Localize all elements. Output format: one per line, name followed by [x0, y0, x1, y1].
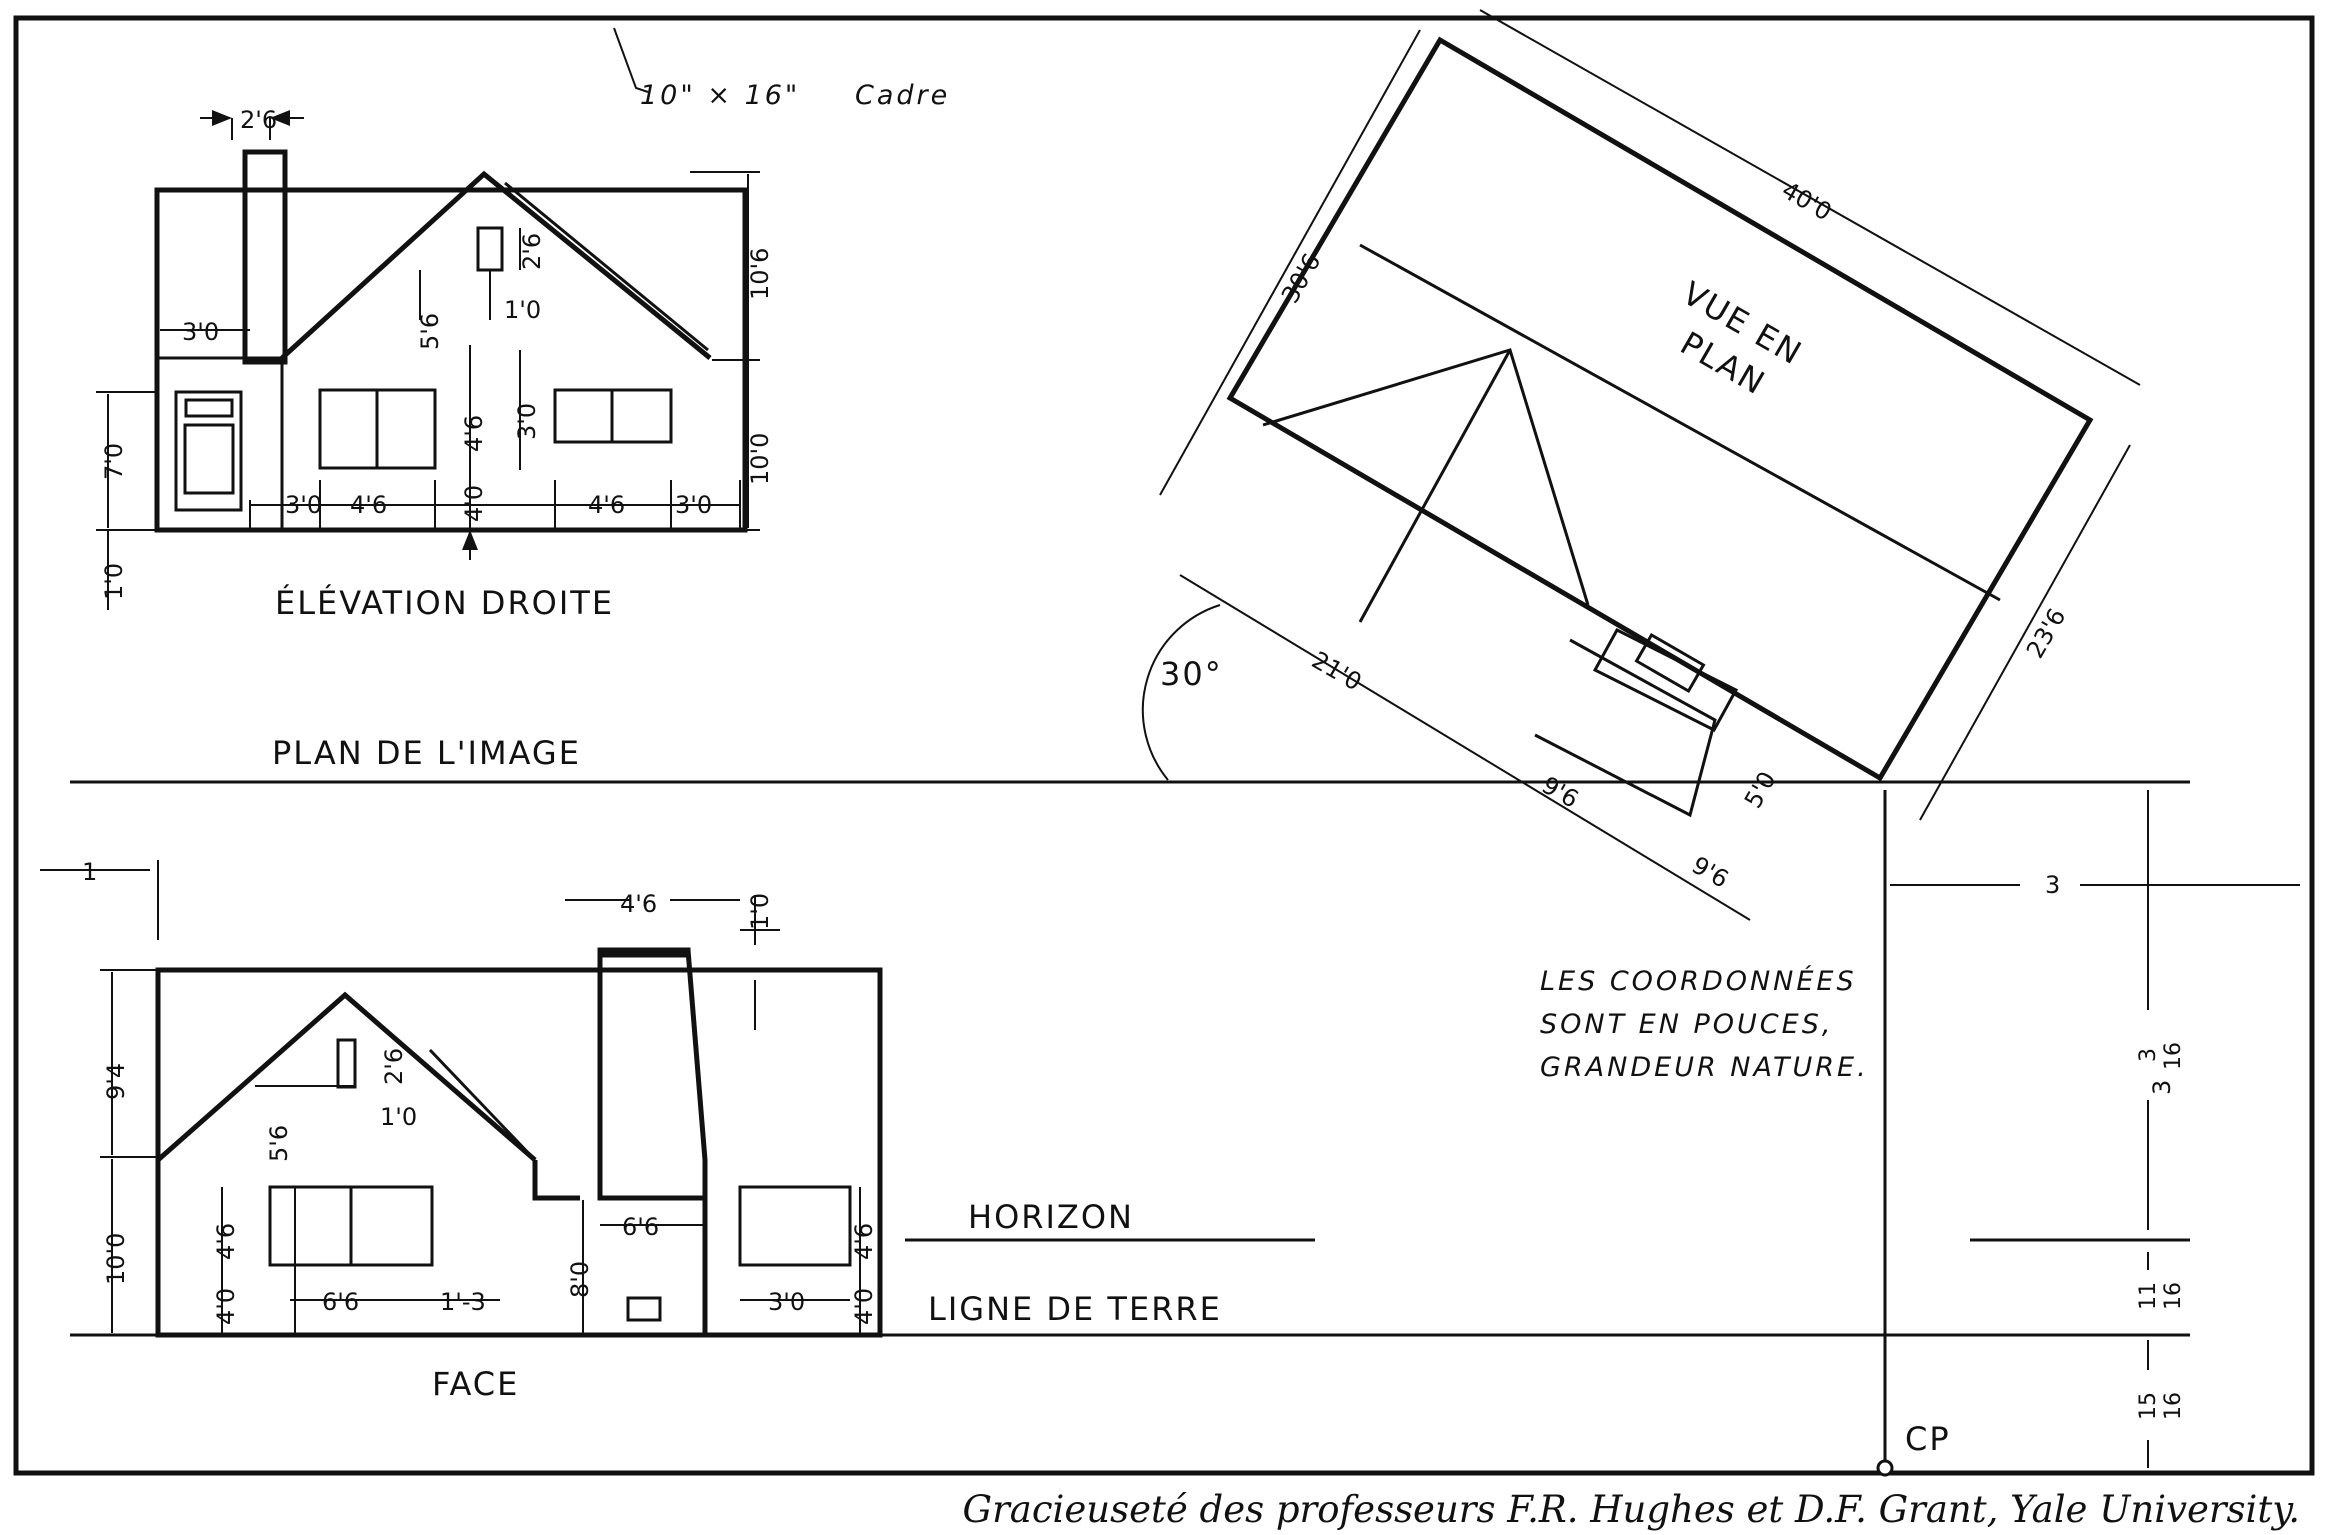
right-dim-v1-den: 16 [2161, 1042, 2186, 1070]
elev-dim-vent-h: 5'6 [416, 313, 444, 350]
ground-line-label: LIGNE DE TERRE [928, 1290, 1222, 1328]
note-line1: LES COORDONNÉES [1540, 965, 1857, 997]
elev-dim-chimney-w: 2'6 [240, 106, 277, 134]
frame-size-label: 10" × 16" [640, 80, 800, 111]
elev-dim-win-h2: 3'0 [513, 403, 541, 440]
plan-dim-length: 40'0 [1777, 176, 1836, 226]
elev-dim-vent: 2'6 [518, 233, 546, 270]
face-dim-vent: 2'6 [380, 1048, 408, 1085]
note-line2: SONT EN POUCES, [1540, 1009, 1833, 1040]
elev-dim-sill: 4'0 [460, 485, 488, 522]
right-dimension-lines [1890, 790, 2300, 1468]
elev-dim-off1: 3'0 [285, 491, 322, 519]
face-dim-rwin-h: 4'6 [850, 1223, 878, 1260]
face-title: FACE [432, 1365, 519, 1403]
face-dim-offset: 1 [82, 858, 97, 886]
face-dim-vent-w: 1'0 [380, 1103, 417, 1131]
face-dim-rwin-w: 3'0 [768, 1288, 805, 1316]
plan-dim-seg2: 9'6 [1687, 851, 1733, 894]
elev-dim-vent-w: 1'0 [504, 296, 541, 324]
frame-border [13, 15, 2315, 1476]
face-dim-side: 1'-3 [440, 1288, 486, 1316]
face-dim-chimney-top: 1'0 [746, 893, 774, 930]
cp-point [1876, 1459, 1894, 1477]
plan-view-drawing [1159, 9, 2141, 921]
horizon-label: HORIZON [968, 1198, 1134, 1236]
plan-angle-label: 30° [1160, 655, 1223, 693]
right-dim-v2-num: 11 [2136, 1282, 2161, 1310]
elev-dim-gable-upper: 10'6 [746, 248, 774, 300]
plan-dim-chim: 5'0 [1739, 767, 1782, 813]
note-line3: GRANDEUR NATURE. [1540, 1052, 1869, 1083]
right-elevation-drawing [96, 110, 760, 610]
right-dim-top: 3 [2045, 871, 2060, 899]
face-dim-win-h: 4'6 [212, 1223, 240, 1260]
face-dim-rsill: 4'0 [850, 1288, 878, 1325]
plan-angle-arc [1141, 604, 1221, 781]
face-dim-win-w: 6'6 [322, 1288, 359, 1316]
cp-label: CP [1905, 1420, 1951, 1458]
plan-dim-seg1: 9'6 [1537, 771, 1583, 814]
right-dim-v3-num: 15 [2136, 1392, 2161, 1420]
plan-dim-depth: 30'6 [1276, 249, 1326, 308]
right-dim-v1-num: 3 [2136, 1048, 2161, 1062]
face-dim-wall-h: 10'0 [102, 1233, 130, 1285]
elev-dim-door-h: 7'0 [100, 443, 128, 480]
plan-dim-front: 21'0 [1307, 646, 1366, 696]
face-elevation-drawing [40, 860, 883, 1338]
face-dim-base: 8'0 [566, 1261, 594, 1298]
face-dim-sill: 4'0 [212, 1288, 240, 1325]
elev-dim-off2: 3'0 [675, 491, 712, 519]
elev-dim-win-w2: 4'6 [588, 491, 625, 519]
credit-line: Gracieuseté des professeurs F.R. Hughes … [963, 1488, 2300, 1531]
elev-dim-footing: 1'0 [100, 563, 128, 600]
face-dim-chim-base: 6'6 [622, 1213, 659, 1241]
elevation-title: ÉLÉVATION DROITE [275, 584, 614, 622]
frame-name-label: Cadre [855, 80, 950, 111]
right-dim-v3-den: 16 [2161, 1392, 2186, 1420]
frame-leader [613, 27, 649, 93]
elev-dim-chimney-base: 3'0 [182, 318, 219, 346]
right-dim-v2-den: 16 [2161, 1282, 2186, 1310]
face-dim-chimney-w: 4'6 [620, 890, 657, 918]
elev-dim-win-h: 4'6 [460, 415, 488, 452]
face-dim-vent-h: 5'6 [265, 1125, 293, 1162]
picture-plane-label: PLAN DE L'IMAGE [272, 734, 581, 772]
elev-dim-gable-lower: 10'0 [746, 433, 774, 485]
face-dim-roof-h: 9'4 [102, 1063, 130, 1100]
right-dim-v1-whole: 3 [2148, 1080, 2176, 1095]
plan-dim-wing: 23'6 [2021, 604, 2071, 663]
elev-dim-win-w1: 4'6 [350, 491, 387, 519]
